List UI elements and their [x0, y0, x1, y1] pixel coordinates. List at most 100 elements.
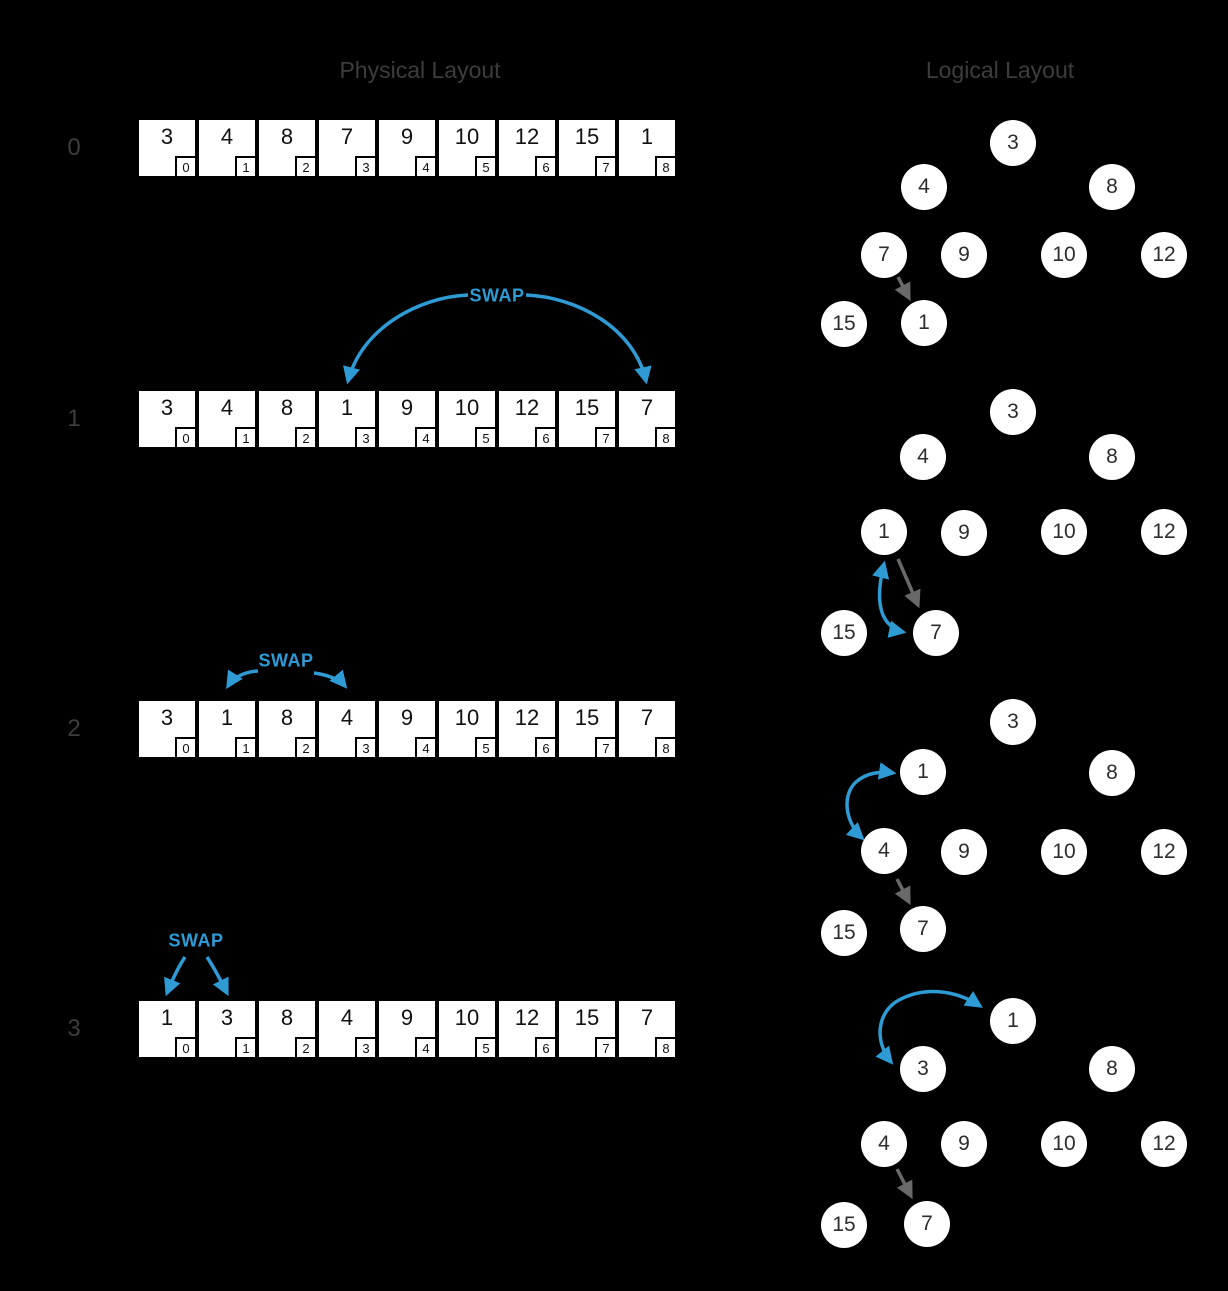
tree-node: 9: [941, 1121, 987, 1167]
array-cell-value: 3: [220, 1005, 234, 1030]
array-cell-value: 7: [640, 1005, 654, 1030]
array-cell-index: 3: [355, 156, 375, 176]
array-cell-value: 7: [340, 124, 354, 149]
array-cell-value: 3: [160, 124, 174, 149]
tree-node: 12: [1141, 829, 1187, 875]
array-cell-index: 8: [655, 1037, 675, 1057]
array-cell-index: 7: [595, 156, 615, 176]
array-cell-value: 7: [640, 705, 654, 730]
array-cell-index: 1: [235, 1037, 255, 1057]
array-cell-index: 2: [295, 427, 315, 447]
array-cell-index: 6: [535, 156, 555, 176]
logical-layout-title: Logical Layout: [925, 57, 1075, 83]
swap-arc-left-row-1: [343, 293, 469, 385]
array-cell-index: 0: [175, 156, 195, 176]
array-cell-value: 3: [160, 395, 174, 420]
array-cell-value: 9: [400, 1005, 414, 1030]
tree-node: 3: [990, 389, 1036, 435]
tree-node: 8: [1089, 434, 1135, 480]
row-label-0: 0: [67, 134, 81, 161]
array-cell-index: 3: [355, 427, 375, 447]
tree-node: 7: [913, 610, 959, 656]
array-cell-index: 7: [595, 1037, 615, 1057]
tree-node: 3: [990, 699, 1036, 745]
array-cell-index: 4: [415, 156, 435, 176]
array-cell-value: 4: [220, 124, 234, 149]
array-cell-index: 0: [175, 737, 195, 757]
array-cell-value: 8: [280, 1005, 294, 1030]
tree-node: 9: [941, 232, 987, 278]
array-cell-index: 1: [235, 427, 255, 447]
tree-node: 9: [941, 510, 987, 556]
tree-node: 8: [1089, 1046, 1135, 1092]
tree-node: 1: [990, 998, 1036, 1044]
array-cell-index: 7: [595, 427, 615, 447]
tree-node: 3: [900, 1046, 946, 1092]
array-cell-index: 2: [295, 156, 315, 176]
physical-layout-title: Physical Layout: [339, 57, 501, 83]
tree-node: 4: [900, 434, 946, 480]
array-cell-value: 9: [400, 124, 414, 149]
array-cell-value: 15: [574, 395, 600, 420]
array-cell-index: 6: [535, 427, 555, 447]
array-cell-value: 12: [514, 705, 540, 730]
array-cell-value: 4: [340, 705, 354, 730]
swap-label-row-2: SWAP: [258, 650, 314, 671]
swap-arrow-right-row-3: [205, 956, 229, 997]
array-cell-value: 15: [574, 124, 600, 149]
array-cell-value: 4: [220, 395, 234, 420]
array-cell-index: 1: [235, 156, 255, 176]
array-cell-value: 1: [220, 705, 234, 730]
tree-node: 12: [1141, 509, 1187, 555]
tree-node: 8: [1089, 750, 1135, 796]
array-cell-index: 5: [475, 427, 495, 447]
tree-node: 15: [821, 610, 867, 656]
tree-node: 4: [901, 164, 947, 210]
swap-label-row-3: SWAP: [168, 930, 224, 951]
array-cell-value: 1: [160, 1005, 174, 1030]
tree-node: 10: [1041, 232, 1087, 278]
array-cell-index: 4: [415, 1037, 435, 1057]
array-cell-value: 10: [454, 124, 480, 149]
array-cell-index: 6: [535, 1037, 555, 1057]
tree-node: 15: [821, 910, 867, 956]
tree-node: 4: [861, 828, 907, 874]
array-cell-value: 8: [280, 395, 294, 420]
row-label-1: 1: [67, 405, 81, 432]
array-cell-index: 4: [415, 737, 435, 757]
array-cell-value: 12: [514, 395, 540, 420]
array-cell-value: 10: [454, 395, 480, 420]
array-cell-index: 0: [175, 1037, 195, 1057]
tree-parent-child-arrow-0: [894, 276, 911, 302]
array-cell-value: 15: [574, 705, 600, 730]
swap-arc-right-row-1: [525, 293, 652, 385]
tree-parent-child-arrow-3: [895, 1168, 913, 1200]
tree-node: 7: [861, 232, 907, 278]
tree-swap-arrow-1: [872, 560, 907, 638]
array-cell-value: 10: [454, 705, 480, 730]
array-cell-index: 8: [655, 427, 675, 447]
